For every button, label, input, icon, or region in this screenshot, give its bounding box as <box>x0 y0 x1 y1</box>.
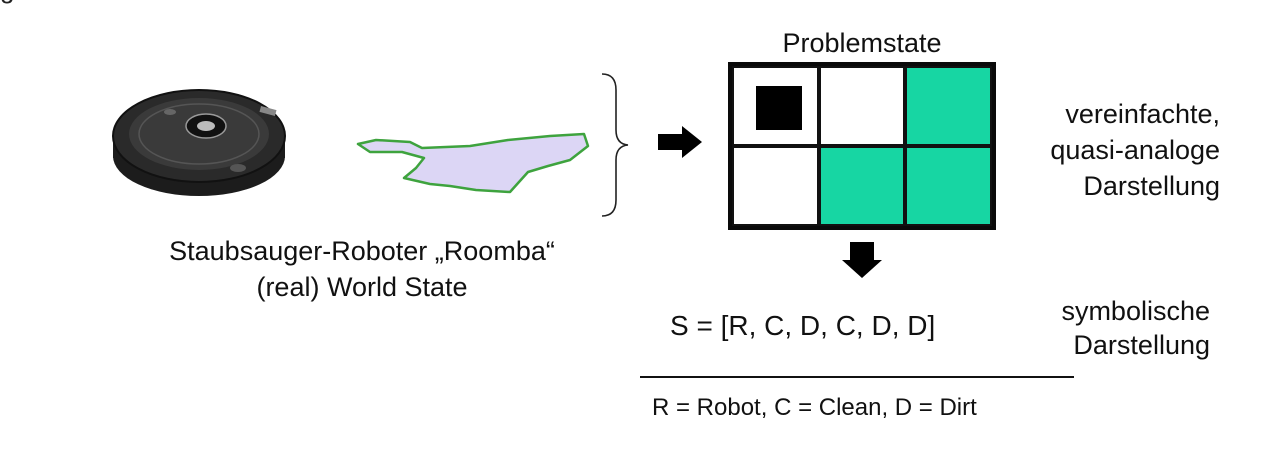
formula-legend: R = Robot, C = Clean, D = Dirt <box>652 394 977 421</box>
cut-off-heading-fragment: g <box>0 0 14 5</box>
grid-cell-dirt <box>905 146 992 226</box>
state-formula: S = [R, C, D, C, D, D] <box>670 310 936 341</box>
grid-cell-clean <box>732 146 819 226</box>
symbolic-representation-label: symbolische Darstellung <box>1010 294 1210 362</box>
problem-state-grid <box>728 62 996 230</box>
room-floor-shape <box>356 132 590 194</box>
curly-brace-icon <box>601 73 629 217</box>
analog-label-line2: quasi-analoge <box>1050 135 1220 165</box>
roomba-caption: Staubsauger-Roboter „Roomba“ <box>169 236 555 266</box>
analog-representation-label: vereinfachte, quasi-analoge Darstellung <box>1010 96 1220 204</box>
robot-marker <box>756 86 802 130</box>
arrow-down-icon <box>842 242 882 278</box>
grid-cell-dirt <box>905 66 992 146</box>
grid-cell-dirt <box>818 146 906 226</box>
analog-label-line3: Darstellung <box>1083 171 1220 201</box>
symbolic-label-line2: Darstellung <box>1073 330 1210 360</box>
grid-cell-robot <box>732 66 819 146</box>
symbolic-label-line1: symbolische <box>1061 296 1210 326</box>
problemstate-title: Problemstate <box>782 28 942 58</box>
analog-label-line1: vereinfachte, <box>1065 99 1220 129</box>
grid-cell-clean <box>818 66 906 146</box>
divider-line <box>640 376 1074 378</box>
arrow-right-icon <box>658 126 702 158</box>
world-state-caption: (real) World State <box>256 272 468 302</box>
roomba-robot-image <box>112 89 286 196</box>
